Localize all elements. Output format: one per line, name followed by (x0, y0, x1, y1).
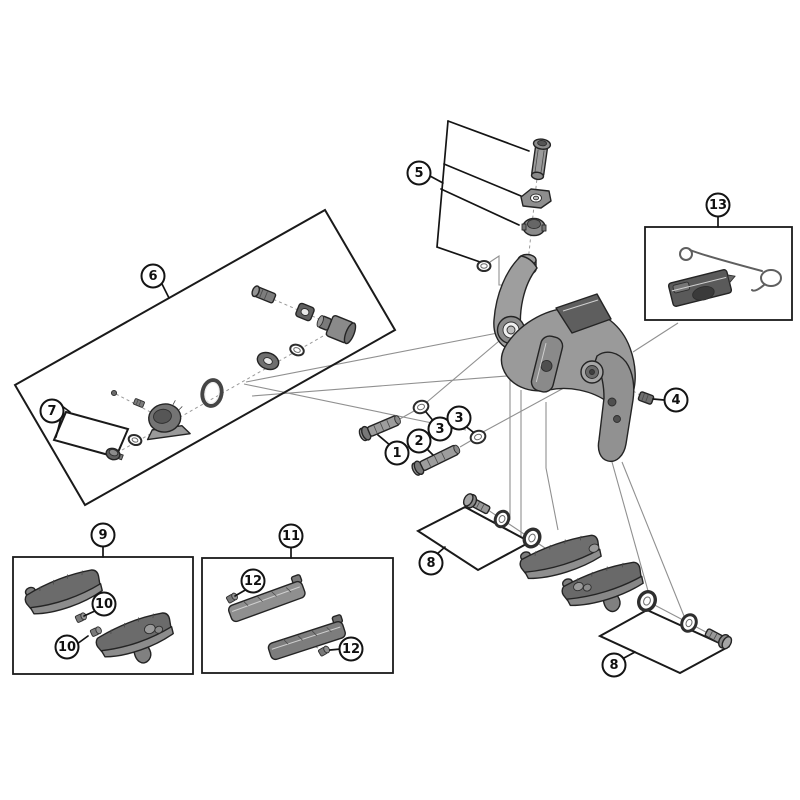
shoe-fixing-bolt (462, 493, 491, 515)
center-pivot-nut (580, 360, 604, 384)
cylinder-unit (316, 315, 357, 345)
callout-quick-release-unit: 6 (140, 263, 166, 289)
conical-washer-a (493, 509, 511, 529)
pad-fixing-pin-lower (318, 645, 330, 657)
quick-release-unit-box (13, 208, 397, 507)
shoe-bolt-set-box-left (416, 505, 533, 572)
shoe-fixing-bolt-washer-set-right (637, 590, 733, 650)
svg-text:3: 3 (454, 411, 463, 426)
svg-text:10: 10 (95, 597, 113, 612)
callout-pad-fixing-pin-lower: 12 (338, 636, 364, 662)
washer-small (127, 433, 143, 447)
callout-shoe-fixing-bolt-washer-set-left: 8 (418, 550, 444, 576)
brake-shoe-front (519, 534, 602, 580)
svg-text:7: 7 (47, 404, 56, 419)
flange-bolt (105, 447, 124, 461)
svg-text:12: 12 (342, 642, 360, 657)
top-wedge (555, 293, 612, 334)
callout-arm-set-screw: 4 (663, 387, 689, 413)
conical-washer-c (637, 590, 657, 612)
callout-pivot-bolt-front: 1 (384, 440, 410, 466)
group-boxes (12, 208, 793, 675)
pad-insert-set-box (201, 557, 394, 674)
callout-cable-guide-unit: 13 (705, 192, 731, 218)
pad-insert-upper (227, 574, 306, 623)
left-pivot-hole-inner (506, 325, 516, 335)
pivot-bolt-rear (411, 444, 461, 476)
shoe-fixing-bolt-2 (704, 628, 733, 650)
svg-text:3: 3 (435, 422, 444, 437)
boxed-shoe-upper (24, 569, 103, 615)
o-ring-qr (289, 343, 305, 357)
o-ring-front (412, 399, 430, 415)
svg-text:12: 12 (244, 574, 262, 589)
arm-hole-upper (607, 397, 617, 407)
svg-text:9: 9 (98, 528, 107, 543)
shoe-bolt-set-box-right (597, 608, 731, 675)
callout-shoe-fixing-screw-upper: 10 (91, 591, 117, 617)
pad-insert-set (226, 574, 346, 661)
spring-wire (679, 247, 782, 292)
callout-o-ring-rear: 3 (446, 405, 472, 431)
arm-set-screw (637, 391, 655, 405)
o-ring-small (476, 260, 492, 272)
svg-text:1: 1 (392, 446, 401, 461)
washer-plate (256, 351, 280, 371)
callout-pad-insert-set: 11 (278, 523, 304, 549)
square-nut (520, 188, 552, 209)
shoe-fixing-screw-upper (74, 612, 87, 623)
callout-mount-bolt-assembly: 5 (406, 160, 432, 186)
conical-washer-b (522, 527, 542, 549)
caliper-body (493, 253, 636, 463)
cap-bolt (251, 285, 277, 304)
mount-bolt-assembly (436, 120, 552, 272)
svg-text:13: 13 (709, 198, 727, 213)
callout-o-ring-front: 3 (427, 416, 453, 442)
callout-shoe-fixing-bolt-washer-set-right: 8 (601, 652, 627, 678)
pad-fixing-pin-upper (226, 592, 238, 604)
conical-washer-d (680, 613, 698, 633)
pivot-bolt-front (358, 415, 401, 442)
svg-text:2: 2 (414, 434, 423, 449)
svg-text:5: 5 (414, 166, 423, 181)
svg-text:6: 6 (148, 269, 157, 284)
adjust-nut (521, 217, 547, 237)
svg-text:10: 10 (58, 640, 76, 655)
arm-hole-lower (613, 415, 621, 423)
brake-shoe-set-pair (24, 569, 174, 664)
right-arm (594, 351, 635, 463)
o-ring-rear (469, 429, 487, 445)
quick-release-unit (105, 285, 357, 461)
left-front-arm (530, 335, 564, 393)
callout-pivot-bolt-rear: 2 (406, 428, 432, 454)
svg-text:8: 8 (609, 658, 618, 673)
shoe-fixing-bolt-washer-set-left (462, 493, 542, 549)
cable-guide-unit (667, 247, 782, 307)
svg-text:11: 11 (282, 529, 300, 544)
detent-ball (110, 389, 118, 397)
cable-guide-block (667, 269, 736, 307)
callout-shoe-fixing-screw-lower: 10 (54, 634, 80, 660)
cam-plate (295, 302, 315, 322)
svg-text:4: 4 (671, 393, 680, 408)
pad-insert-lower (267, 614, 346, 661)
cam-drum (146, 400, 191, 441)
callout-brake-shoe-set-pair: 9 (90, 522, 116, 548)
svg-text:8: 8 (426, 556, 435, 571)
callout-adjuster-screw-set: 7 (39, 398, 65, 424)
set-screw-small (133, 398, 145, 408)
large-o-ring (200, 378, 224, 408)
brake-shoe-rear (561, 561, 644, 613)
shoe-fixing-screw-lower (89, 626, 102, 637)
callout-pad-fixing-pin-upper: 12 (240, 568, 266, 594)
sleeve-bolt (530, 138, 552, 181)
boxed-shoe-lower (95, 612, 174, 664)
